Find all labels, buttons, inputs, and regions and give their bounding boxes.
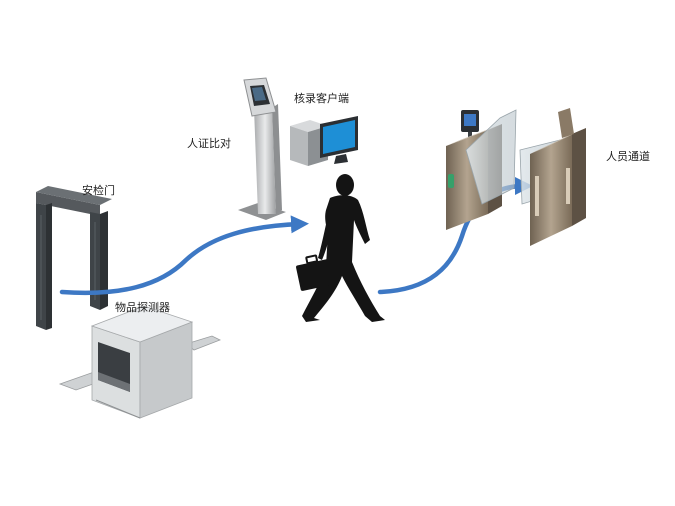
personnel-channel-label: 人员通道 (606, 150, 650, 163)
walk-through-metal-detector-icon (36, 186, 112, 330)
id-verification-label: 人证比对 (187, 137, 231, 150)
verification-client-label: 核录客户端 (294, 92, 349, 105)
id-verification-kiosk-icon (238, 77, 286, 220)
walking-person-silhouette-icon (296, 174, 385, 322)
client-computer-icon (290, 116, 358, 166)
x-ray-baggage-scanner-icon (58, 305, 221, 419)
security-gate-label: 安检门 (82, 184, 115, 197)
item-detector-label: 物品探测器 (115, 301, 170, 314)
flow-arrow-to-kiosk (59, 215, 309, 296)
speed-gate-turnstile-icon (446, 108, 586, 246)
